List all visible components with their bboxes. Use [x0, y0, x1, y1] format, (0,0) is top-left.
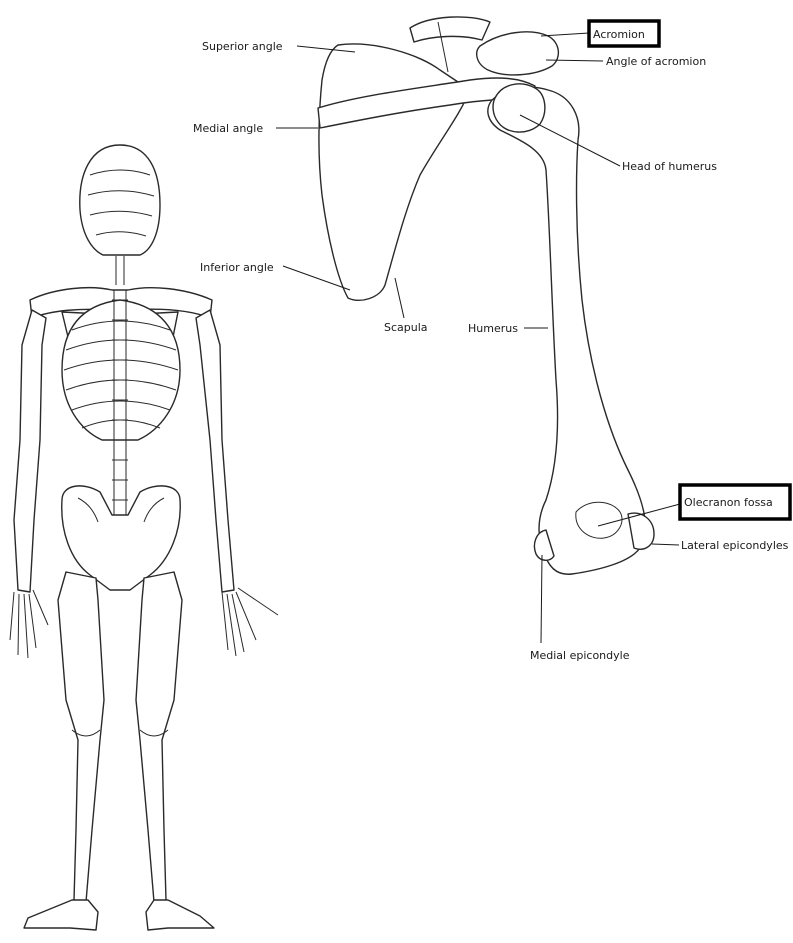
- label-lateral-epicondyle: Lateral epicondyles: [681, 539, 789, 552]
- skeleton-left-hand: [10, 590, 48, 658]
- acromion-process: [477, 32, 559, 75]
- skeleton-right-foot: [146, 900, 214, 930]
- scapula-bone: [319, 44, 470, 300]
- skeleton-right-arm: [196, 310, 234, 592]
- skeleton-right-hand: [222, 588, 278, 656]
- label-angle-of-acromion: Angle of acromion: [606, 55, 706, 68]
- label-medial-angle: Medial angle: [193, 122, 263, 135]
- label-humerus: Humerus: [468, 322, 518, 335]
- shoulder-arm-bones: [318, 17, 654, 574]
- labels: Superior angle Medial angle Inferior ang…: [193, 28, 789, 662]
- label-superior-angle: Superior angle: [202, 40, 283, 53]
- label-head-of-humerus: Head of humerus: [622, 160, 717, 173]
- label-acromion: Acromion: [593, 28, 645, 41]
- label-medial-epicondyle: Medial epicondyle: [530, 649, 630, 662]
- label-inferior-angle: Inferior angle: [200, 261, 274, 274]
- skeleton-right-leg: [136, 572, 182, 902]
- skeleton-left-arm: [14, 310, 46, 592]
- skeleton-left-leg: [58, 572, 104, 902]
- coracoid-process: [410, 17, 490, 42]
- humeral-head: [493, 84, 545, 132]
- skeleton-left-foot: [24, 900, 98, 930]
- skull: [80, 145, 160, 255]
- label-olecranon-fossa: Olecranon fossa: [684, 496, 773, 509]
- label-scapula: Scapula: [384, 321, 428, 334]
